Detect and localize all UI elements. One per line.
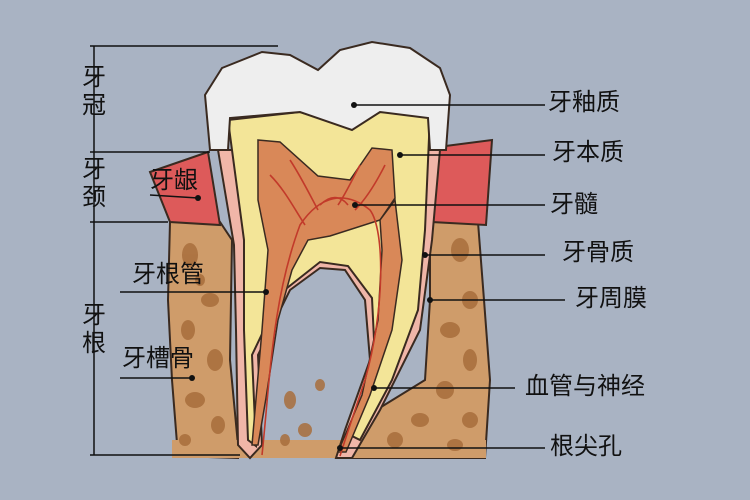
label-crown: 牙冠 [82,63,106,119]
label-alveolar-bone: 牙槽骨 [122,344,194,372]
label-periodontal-membrane: 牙周膜 [575,284,647,312]
label-vessels-nerves: 血管与神经 [525,372,645,400]
label-dentin: 牙本质 [552,138,624,166]
label-gingiva: 牙龈 [150,166,198,194]
label-root-canal: 牙根管 [132,260,204,288]
pulp-shape [251,139,396,446]
gum-left [148,150,222,227]
label-pulp: 牙髓 [550,190,598,218]
label-root: 牙根 [82,301,106,357]
leader-dots [189,102,433,451]
leader-lines [90,45,565,456]
blood-vessels [261,159,386,457]
label-neck: 牙颈 [82,155,106,211]
enamel-cap [203,40,452,151]
label-cementum: 牙骨质 [562,238,634,266]
label-enamel: 牙釉质 [548,88,620,116]
label-apical-foramen: 根尖孔 [550,432,622,460]
